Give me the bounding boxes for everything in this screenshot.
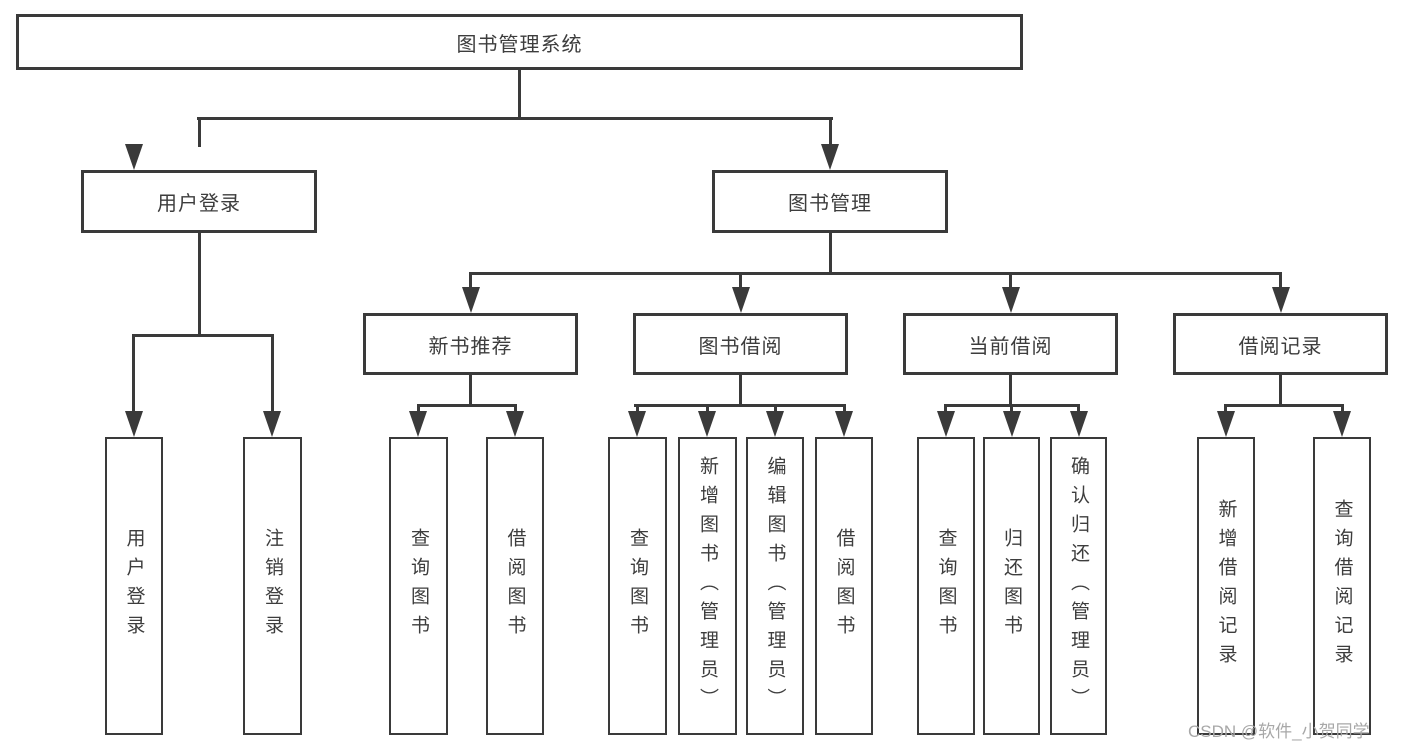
leaf-borrow-query-books: 查询图书: [608, 437, 667, 735]
arrow-down-icon: [732, 287, 750, 313]
leaf-borrow-add-books-admin-label: 新增图书（管理员）: [697, 455, 718, 717]
arrow-down-icon: [1272, 287, 1290, 313]
leaf-records-query-record: 查询借阅记录: [1313, 437, 1371, 735]
arrow-down-icon: [698, 411, 716, 437]
connector-line: [944, 404, 1080, 407]
connector-line: [944, 406, 947, 414]
node-root-label: 图书管理系统: [456, 33, 583, 56]
leaf-newbook-borrow-books: 借阅图书: [486, 437, 544, 735]
arrow-down-icon: [1002, 287, 1020, 313]
node-borrowing-records: 借阅记录: [1173, 313, 1388, 375]
leaf-user-login: 用户登录: [105, 437, 163, 735]
leaf-borrow-query-books-label: 查询图书: [627, 528, 648, 644]
node-user-login-label: 用户登录: [157, 193, 241, 215]
leaf-borrow-borrow-books-label: 借阅图书: [833, 528, 855, 644]
node-book-management: 图书管理: [712, 170, 948, 233]
leaf-borrow-edit-books-admin-label: 编辑图书（管理员）: [764, 455, 786, 717]
arrow-down-icon: [462, 287, 480, 313]
connector-line: [739, 374, 742, 406]
arrow-down-icon: [125, 144, 143, 170]
leaf-records-add-record-label: 新增借阅记录: [1215, 499, 1237, 673]
arrow-down-icon: [766, 411, 784, 437]
connector-line: [1279, 274, 1282, 290]
connector-line: [271, 336, 274, 414]
connector-line: [829, 119, 832, 147]
node-borrowing-records-label: 借阅记录: [1238, 335, 1323, 358]
connector-line: [417, 406, 420, 414]
arrow-down-icon: [628, 411, 646, 437]
connector-line: [469, 374, 472, 406]
connector-line: [774, 406, 777, 414]
node-new-book-recommendation: 新书推荐: [363, 313, 578, 375]
node-book-borrowing-label: 图书借阅: [698, 335, 783, 358]
connector-line: [132, 336, 135, 414]
connector-line: [829, 232, 832, 275]
leaf-newbook-borrow-books-label: 借阅图书: [504, 528, 526, 644]
arrow-down-icon: [1217, 411, 1235, 437]
leaf-borrow-edit-books-admin: 编辑图书（管理员）: [746, 437, 804, 735]
connector-line: [514, 406, 517, 414]
leaf-logout: 注销登录: [243, 437, 302, 735]
arrow-down-icon: [821, 144, 839, 170]
node-book-borrowing: 图书借阅: [633, 313, 848, 375]
arrow-down-icon: [506, 411, 524, 437]
connector-line: [843, 406, 846, 414]
connector-line: [198, 232, 201, 336]
leaf-newbook-query-books: 查询图书: [389, 437, 448, 735]
leaf-current-query-books: 查询图书: [917, 437, 975, 735]
watermark: CSDN @软件_小贺同学: [1188, 722, 1370, 741]
connector-line: [469, 272, 1282, 275]
node-new-book-recommendation-label: 新书推荐: [428, 335, 513, 358]
leaf-borrow-add-books-admin: 新增图书（管理员）: [678, 437, 737, 735]
leaf-borrow-borrow-books: 借阅图书: [815, 437, 873, 735]
connector-line: [1341, 406, 1344, 414]
connector-line: [417, 404, 517, 407]
connector-line: [1224, 406, 1227, 414]
connector-line: [469, 274, 472, 290]
connector-line: [739, 274, 742, 290]
arrow-down-icon: [835, 411, 853, 437]
arrow-down-icon: [125, 411, 143, 437]
leaf-current-return-books: 归还图书: [983, 437, 1040, 735]
arrow-down-icon: [409, 411, 427, 437]
leaf-current-return-books-label: 归还图书: [1001, 528, 1022, 644]
connector-line: [1009, 374, 1012, 406]
leaf-newbook-query-books-label: 查询图书: [408, 528, 429, 644]
leaf-current-confirm-return-admin-label: 确认归还（管理员）: [1068, 455, 1089, 717]
node-root: 图书管理系统: [16, 14, 1023, 70]
connector-line: [518, 69, 521, 119]
leaf-logout-label: 注销登录: [262, 528, 283, 644]
connector-line: [1077, 406, 1080, 414]
leaf-user-login-label: 用户登录: [123, 528, 145, 644]
arrow-down-icon: [937, 411, 955, 437]
arrow-down-icon: [263, 411, 281, 437]
node-current-borrowing: 当前借阅: [903, 313, 1118, 375]
connector-line: [1224, 404, 1344, 407]
connector-line: [1009, 274, 1012, 290]
leaf-records-add-record: 新增借阅记录: [1197, 437, 1255, 735]
connector-line: [1010, 406, 1013, 414]
node-current-borrowing-label: 当前借阅: [968, 335, 1053, 358]
leaf-records-query-record-label: 查询借阅记录: [1331, 499, 1353, 673]
arrow-down-icon: [1003, 411, 1021, 437]
arrow-down-icon: [1070, 411, 1088, 437]
connector-line: [198, 119, 201, 147]
node-user-login: 用户登录: [81, 170, 317, 233]
connector-line: [636, 406, 639, 414]
connector-line: [132, 334, 274, 337]
node-book-management-label: 图书管理: [788, 193, 872, 215]
leaf-current-query-books-label: 查询图书: [935, 528, 957, 644]
arrow-down-icon: [1333, 411, 1351, 437]
leaf-current-confirm-return-admin: 确认归还（管理员）: [1050, 437, 1107, 735]
connector-line: [197, 117, 833, 120]
connector-line: [706, 406, 709, 414]
connector-line: [634, 404, 846, 407]
connector-line: [1279, 374, 1282, 406]
